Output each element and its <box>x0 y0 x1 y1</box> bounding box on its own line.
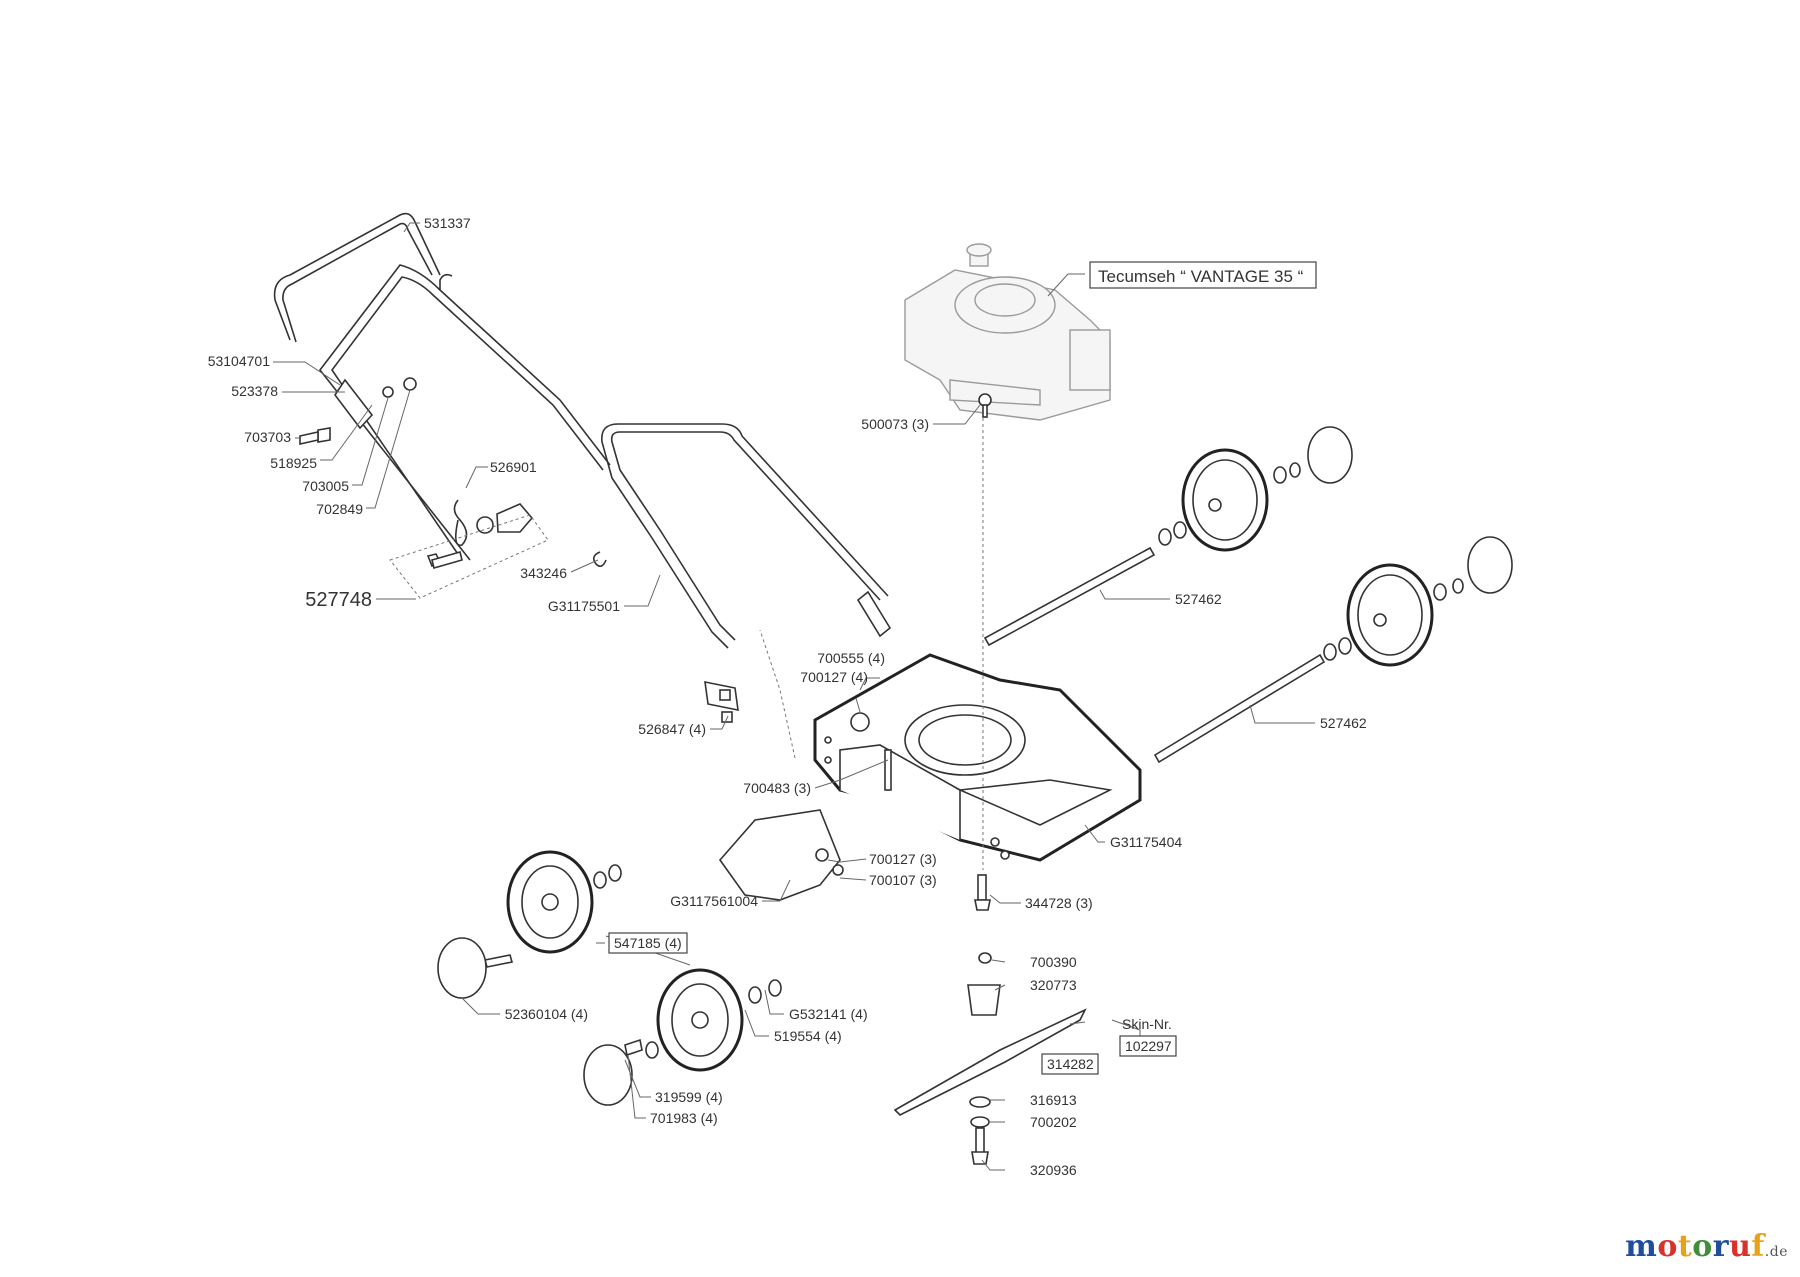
part-label-500073: 500073 (3) <box>861 416 929 432</box>
motoruf-watermark-logo: motoruf.de <box>1625 1229 1788 1264</box>
upper-handle-drawing <box>273 212 611 599</box>
part-box-314282 <box>1041 1053 1099 1075</box>
part-label-700202: 700202 <box>1030 1114 1077 1130</box>
part-label-314282: 314282 <box>1047 1056 1094 1072</box>
part-label-518925: 518925 <box>270 455 317 471</box>
part-label-102297: 102297 <box>1125 1038 1172 1054</box>
engine-drawing <box>904 243 1111 421</box>
part-label-701983: 701983 (4) <box>650 1110 718 1126</box>
front-wheel-upper-drawing <box>437 850 622 999</box>
watermark-tld: .de <box>1764 1244 1788 1260</box>
watermark-letter: f <box>1751 1229 1765 1264</box>
part-label-700127-4: 700127 (4) <box>800 669 868 685</box>
part-label-G532141: G532141 (4) <box>789 1006 868 1022</box>
watermark-letter: m <box>1625 1229 1658 1264</box>
part-label-skin-nr: Skin-Nr. <box>1122 1016 1172 1032</box>
part-label-523378: 523378 <box>231 383 278 399</box>
engine-label-box <box>1089 261 1317 289</box>
part-label-519554: 519554 (4) <box>774 1028 842 1044</box>
watermark-letter: o <box>1657 1229 1678 1264</box>
mower-deck-drawing <box>718 653 1142 911</box>
part-label-316913: 316913 <box>1030 1092 1077 1108</box>
part-label-700390: 700390 <box>1030 954 1077 970</box>
part-label-700555: 700555 (4) <box>817 650 885 666</box>
part-label-700127-3: 700127 (3) <box>869 851 937 867</box>
part-label-320773: 320773 <box>1030 977 1077 993</box>
lower-handle-drawing <box>592 423 892 723</box>
part-label-700107: 700107 (3) <box>869 872 937 888</box>
rear-wheel-upper-drawing <box>1158 426 1353 552</box>
watermark-letter: t <box>1677 1229 1693 1264</box>
part-label-527748: 527748 <box>305 589 372 611</box>
blade-assembly-drawing <box>893 952 1087 1165</box>
watermark-letter: u <box>1729 1229 1752 1264</box>
leader-lines <box>273 222 1315 1171</box>
part-label-G31175501: G31175501 <box>548 598 620 614</box>
part-labels: 531337 53104701 523378 703703 518925 703… <box>208 215 1367 1178</box>
part-label-700483: 700483 (3) <box>743 780 811 796</box>
rear-wheel-lower-drawing <box>1323 536 1513 667</box>
part-label-320936: 320936 <box>1030 1162 1077 1178</box>
watermark-letter: r <box>1712 1229 1730 1264</box>
part-label-703005: 703005 <box>302 478 349 494</box>
part-label-527462-lower: 527462 <box>1320 715 1367 731</box>
part-label-703703: 703703 <box>244 429 291 445</box>
part-label-344728: 344728 (3) <box>1025 895 1093 911</box>
front-wheel-lower-drawing <box>583 968 782 1106</box>
part-label-527462-upper: 527462 <box>1175 591 1222 607</box>
part-box-102297 <box>1119 1035 1177 1057</box>
part-label-53104701: 53104701 <box>208 353 271 369</box>
part-label-G3117561004: G3117561004 <box>670 893 758 909</box>
axles-drawing <box>983 546 1326 764</box>
part-label-343246: 343246 <box>520 565 567 581</box>
handle-mount-line <box>759 629 796 759</box>
engine-label: Tecumseh “ VANTAGE 35 “ <box>1098 267 1304 286</box>
part-label-702849: 702849 <box>316 501 363 517</box>
watermark-letter: o <box>1692 1229 1713 1264</box>
part-label-526901: 526901 <box>490 459 537 475</box>
part-box-547185 <box>608 932 688 954</box>
part-label-547185: 547185 (4) <box>614 935 682 951</box>
part-label-G31175404: G31175404 <box>1110 834 1182 850</box>
part-label-52360104: 52360104 (4) <box>505 1006 588 1022</box>
part-label-531337: 531337 <box>424 215 471 231</box>
part-label-526847: 526847 (4) <box>638 721 706 737</box>
part-label-319599: 319599 (4) <box>655 1089 723 1105</box>
